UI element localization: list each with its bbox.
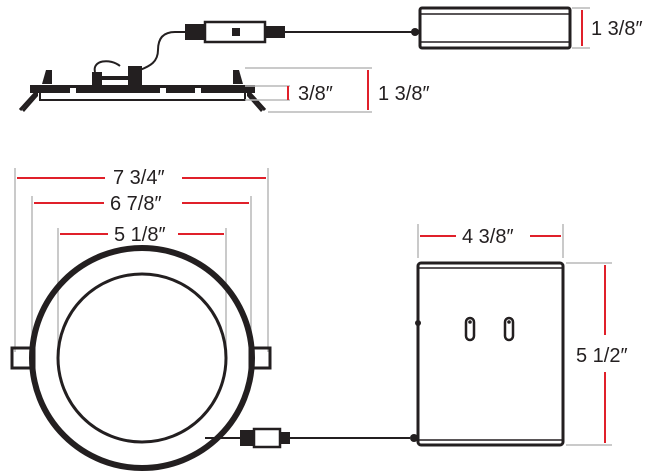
keyhole-slot-right xyxy=(503,316,515,342)
flange-thickness-label: 3/8″ xyxy=(298,83,333,105)
aperture-diameter-label: 5 1/8″ xyxy=(114,224,166,246)
lens-aperture xyxy=(56,272,228,444)
junction-box-width-label: 4 3/8″ xyxy=(462,226,514,248)
keyhole-slot-left xyxy=(464,316,476,342)
junction-box-view: 4 3/8″ 5 1/2″ xyxy=(205,224,628,449)
overall-diameter-label: 7 3/4″ xyxy=(113,167,165,189)
front-view: 7 3/4″ 6 7/8″ 5 1/8″ xyxy=(10,167,272,471)
front-view-connector xyxy=(240,427,290,449)
side-view-connector xyxy=(185,20,285,44)
fixture-height-dimension: 1 3/8″ xyxy=(245,67,430,113)
side-view: 1 3/8″ 3/8″ 1 3/8″ xyxy=(18,6,643,113)
cutout-diameter-label: 6 7/8″ xyxy=(110,193,162,215)
aperture-diameter-dimension: 5 1/8″ xyxy=(60,224,224,246)
flange-thickness-dimension: 3/8″ xyxy=(245,83,333,105)
cutout-diameter-dimension: 6 7/8″ xyxy=(34,193,249,215)
overall-diameter-dimension: 7 3/4″ xyxy=(17,167,266,189)
fixture-height-label: 1 3/8″ xyxy=(378,83,430,105)
junction-box-width-dimension: 4 3/8″ xyxy=(417,224,564,258)
junction-box-length-dimension: 5 1/2″ xyxy=(566,262,628,446)
trim-ring-outer xyxy=(29,245,255,471)
junction-box-length-label: 5 1/2″ xyxy=(576,345,628,367)
side-view-fixture xyxy=(18,60,267,112)
side-view-wire xyxy=(139,31,415,71)
driver-height-label: 1 3/8″ xyxy=(591,18,643,40)
driver-box xyxy=(411,6,572,50)
driver-height-dimension: 1 3/8″ xyxy=(572,7,643,49)
junction-box xyxy=(416,261,565,447)
